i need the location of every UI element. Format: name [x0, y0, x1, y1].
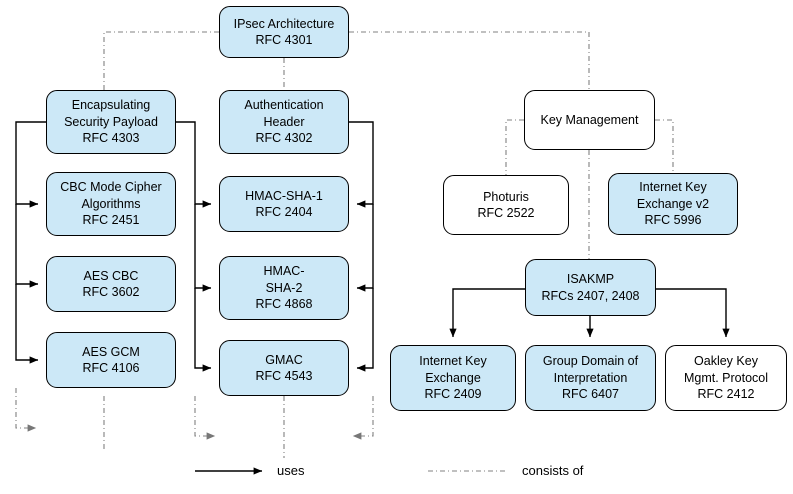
node-hmac-sha-1[interactable]: HMAC-SHA-1 RFC 2404	[219, 176, 349, 232]
node-ipsec-architecture[interactable]: IPsec Architecture RFC 4301	[219, 6, 349, 58]
uses-esp-to-hmacsha1	[176, 121, 212, 208]
node-aes-gcm[interactable]: AES GCM RFC 4106	[46, 332, 176, 388]
node-esp[interactable]: Encapsulating Security Payload RFC 4303	[46, 90, 176, 154]
legend-uses-label: uses	[277, 463, 305, 478]
node-line-1: GMAC	[265, 352, 303, 367]
node-line-2: RFC 4543	[255, 369, 313, 383]
node-line-2: Exchange v2	[636, 196, 710, 211]
node-aes-cbc[interactable]: AES CBC RFC 3602	[46, 256, 176, 312]
uses-connectors	[15, 121, 730, 372]
consists-of-ipsec-to-esp	[103, 31, 219, 90]
node-line-3: RFC 4303	[82, 131, 140, 146]
node-hmac-sha-2[interactable]: HMAC- SHA-2 RFC 4868	[219, 256, 349, 320]
node-line-3: RFC 6407	[562, 387, 619, 402]
node-line-1: AES GCM	[82, 344, 140, 359]
node-line-2: RFC 2404	[255, 205, 313, 219]
node-line-1: Key Management	[540, 112, 639, 127]
uses-ah-to-gmac	[356, 288, 374, 372]
node-line-1: IPsec Architecture	[233, 16, 335, 31]
node-line-3: RFC 2412	[697, 387, 755, 402]
node-cbc-mode-cipher[interactable]: CBC Mode Cipher Algorithms RFC 2451	[46, 172, 176, 236]
node-line-2: RFCs 2407, 2408	[541, 288, 640, 303]
node-line-3: RFC 4302	[255, 131, 313, 146]
consists-of-stub-right	[352, 396, 374, 440]
node-line-3: RFC 4868	[255, 297, 313, 312]
node-line-1: Oakley Key	[694, 354, 758, 369]
node-photuris[interactable]: Photuris RFC 2522	[443, 175, 569, 235]
consists-of-stub-mid	[194, 396, 216, 440]
legend-consists-of-label: consists of	[522, 463, 584, 478]
node-line-1: Internet Key	[419, 354, 487, 369]
uses-ah-to-hmacsha2	[356, 204, 374, 292]
node-line-2: Interpretation	[553, 370, 628, 385]
uses-esp-to-aesgcm	[15, 284, 39, 364]
node-line-1: Group Domain of	[542, 354, 639, 369]
uses-esp-to-gmac	[194, 288, 212, 372]
node-line-1: Encapsulating	[71, 98, 151, 113]
node-line-2: RFC 2522	[477, 206, 535, 220]
node-line-1: Internet Key	[639, 180, 707, 195]
uses-isakmp-to-oakley	[656, 288, 730, 338]
node-line-2: SHA-2	[265, 280, 303, 295]
node-line-2: Algorithms	[81, 196, 141, 211]
node-line-1: Authentication	[244, 98, 324, 113]
node-line-3: RFC 2409	[424, 387, 482, 402]
node-isakmp[interactable]: ISAKMP RFCs 2407, 2408	[525, 259, 656, 316]
node-line-3: RFC 2451	[82, 213, 140, 228]
node-line-1: ISAKMP	[566, 272, 615, 286]
node-line-2: Header	[263, 114, 305, 129]
node-oakley[interactable]: Oakley Key Mgmt. Protocol RFC 2412	[665, 345, 787, 411]
node-authentication-header[interactable]: Authentication Header RFC 4302	[219, 90, 349, 154]
node-ikev2[interactable]: Internet Key Exchange v2 RFC 5996	[608, 173, 738, 235]
node-line-1: HMAC-SHA-1	[245, 188, 323, 203]
consists-of-stub-left	[15, 388, 37, 432]
node-line-2: RFC 4301	[255, 33, 313, 47]
node-line-1: Photuris	[483, 189, 529, 204]
node-line-1: HMAC-	[263, 264, 305, 279]
node-key-management[interactable]: Key Management	[524, 90, 655, 150]
node-line-2: RFC 4106	[82, 361, 140, 375]
node-gdoi[interactable]: Group Domain of Interpretation RFC 6407	[525, 345, 656, 411]
node-line-2: Mgmt. Protocol	[683, 370, 769, 385]
uses-esp-to-cbc	[15, 121, 46, 208]
uses-esp-to-hmacsha2	[194, 204, 212, 292]
node-line-2: Exchange	[425, 370, 481, 385]
consists-of-ipsec-to-km	[349, 31, 590, 90]
node-line-1: AES CBC	[83, 268, 139, 283]
uses-esp-to-aescbc	[15, 204, 39, 288]
consists-of-km-to-ikev2	[655, 119, 674, 173]
consists-of-km-to-photuris	[505, 119, 524, 175]
node-gmac[interactable]: GMAC RFC 4543	[219, 340, 349, 396]
node-ike[interactable]: Internet Key Exchange RFC 2409	[390, 345, 516, 411]
node-line-2: Security Payload	[64, 114, 158, 129]
uses-ah-to-hmacsha1	[349, 121, 374, 208]
node-line-1: CBC Mode Cipher	[60, 180, 162, 195]
consists-of-connectors	[15, 31, 674, 458]
node-line-2: RFC 3602	[82, 285, 140, 299]
node-line-3: RFC 5996	[644, 213, 702, 228]
uses-isakmp-to-ike	[449, 288, 525, 338]
